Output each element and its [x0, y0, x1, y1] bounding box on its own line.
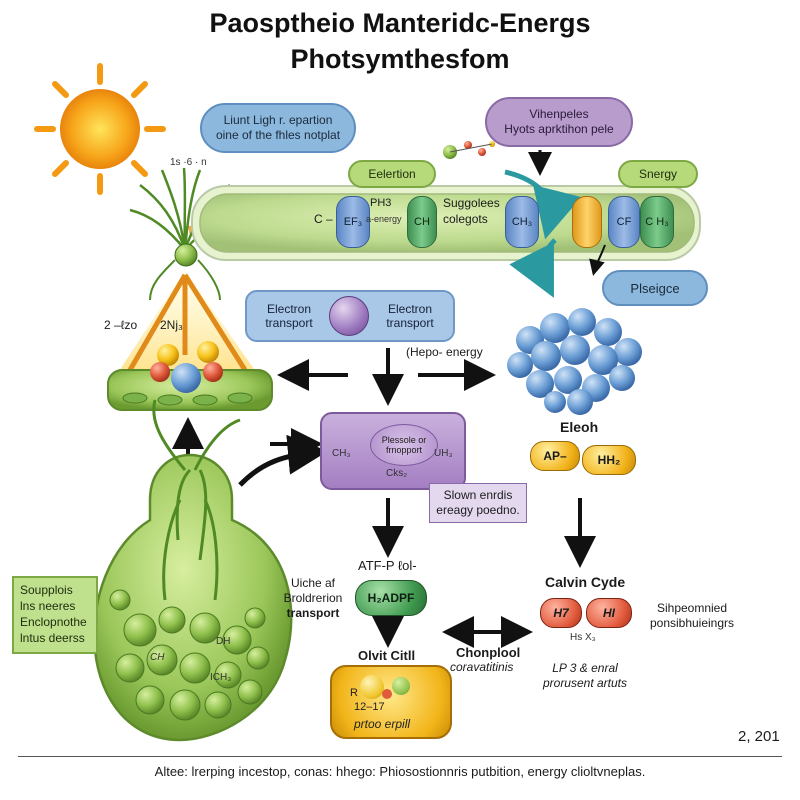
legend-line: Soupplois — [20, 583, 73, 597]
tag-2u: 2 –ℓzo — [104, 318, 138, 332]
footer-divider — [18, 756, 782, 757]
sun-icon — [34, 63, 166, 195]
olvit-cell-box: R 12–17 prtoo erpill — [330, 665, 452, 739]
molecule-cluster — [507, 308, 642, 415]
vessel-dh: DH — [216, 636, 231, 647]
legend-box: Soupplois lns neeres Enclopnothe lntus d… — [12, 576, 98, 654]
title-line-1: Paosptheio Manteridc-Energs — [209, 8, 591, 38]
calvin-h7-node: H7 — [540, 598, 582, 628]
bubble-line: oine of the fhles notplat — [215, 128, 341, 142]
center-complex-box: Plessole or frnopport CH₃ UH₃ Cks₂ — [320, 412, 466, 490]
chain-c-label: C – — [314, 212, 333, 226]
text-line: Uiche af — [290, 575, 336, 590]
chain-suggolees-2: colegots — [443, 212, 488, 226]
electron-right-label: Electron transport — [386, 302, 434, 330]
year-label: 2, 201 — [738, 728, 780, 745]
ap-node: AP– — [530, 441, 580, 471]
vessel-ch: CH — [150, 652, 165, 663]
chain-ch3b-capsule: C H₃ — [640, 196, 674, 248]
electron-carrier-icon — [329, 296, 369, 336]
chain-orange-capsule — [572, 196, 602, 248]
legend-line: lns neeres — [20, 599, 76, 613]
plant-top-label: 1s ·6 · n — [170, 157, 207, 168]
calvin-title: Calvin Cyde — [545, 574, 626, 590]
chain-energy-small: a-energy — [366, 214, 402, 224]
olvit-inner: 12–17 — [354, 701, 385, 713]
hh-node: HH₂ — [582, 445, 636, 475]
calvin-hi-node: HI — [586, 598, 632, 628]
plseigce-bubble: Plseigce — [602, 270, 708, 306]
chain-ph3-label: PH3 — [370, 197, 392, 209]
center-complex-top: Plessole or frnopport — [370, 424, 438, 466]
legend-line: lntus deerss — [20, 631, 85, 645]
chonplool-sub: coravatitinis — [450, 660, 514, 674]
text-line: prorusent artuts — [542, 676, 628, 690]
hepo-energy-label: (Hepo- energy — [406, 345, 483, 359]
center-uh-label: UH₃ — [434, 448, 453, 459]
eelertion-label: Eelertion — [348, 160, 436, 188]
electron-transport-box: Electron transport Electron transport — [245, 290, 455, 342]
atom-icon — [171, 363, 201, 393]
chain-cf-capsule: CF — [608, 196, 640, 248]
right-side-text: Sihpeomnied ponsibhuieingrs — [642, 600, 742, 632]
text-line: ponsibhuieingrs — [649, 616, 735, 630]
chain-suggolees-1: Suggolees — [443, 196, 500, 210]
bubble-line: Vihenpeles — [529, 107, 589, 121]
text-line: LP 3 & enral — [552, 661, 618, 675]
slow-energy-box: Slown enrdis ereagy poedno. — [429, 483, 527, 523]
molecule-icon — [382, 689, 392, 699]
molecule-icon — [360, 675, 384, 699]
footer-caption: Altee: lrerping incestop, conas: hhego: … — [154, 764, 646, 779]
molecule-icon — [392, 677, 410, 695]
bubble-line: Liunt Ligh r. epartion — [223, 113, 333, 127]
center-ch-label: CH₃ — [332, 448, 351, 459]
text-line: Broldrerion — [283, 590, 343, 605]
olvit-r: R — [350, 687, 358, 699]
energy-label: Snergy — [618, 160, 698, 188]
bubble-line: Hyots aprktihon pele — [504, 122, 614, 136]
vessel-ich3: ICH₃ — [210, 672, 232, 683]
hadpf-node: H₂ADPF — [355, 580, 427, 616]
text-line: transport — [286, 605, 340, 620]
chonplool-title: Chonplool — [456, 645, 521, 660]
bold-transport-text: Uiche af Broldrerion transport — [268, 573, 358, 623]
chain-ef-capsule: EF₃ — [336, 196, 370, 248]
chain-ch-capsule: CH — [407, 196, 437, 248]
atf-label: ATF-P ℓol- — [358, 558, 417, 573]
eleoh-label: Eleoh — [560, 419, 599, 435]
light-reaction-bubble: Liunt Ligh r. epartion oine of the fhles… — [200, 103, 356, 153]
purple-bubble: Vihenpeles Hyots aprktihon pele — [485, 97, 633, 147]
chain-ch3-capsule: CH₃ — [505, 196, 539, 248]
calvin-sub: Hs X₃ — [570, 632, 596, 643]
title-line-2: Photsymthesfom — [290, 44, 510, 74]
legend-line: Enclopnothe — [20, 615, 87, 629]
olvit-title: Olvit Citll — [358, 648, 416, 663]
lp-text: LP 3 & enral prorusent artuts — [540, 660, 630, 692]
text-line: Sihpeomnied — [656, 601, 728, 615]
tag-2n: 2Nj₃ — [160, 318, 183, 332]
molecule-icon — [443, 141, 495, 159]
electron-left-label: Electron transport — [265, 302, 313, 330]
olvit-bottom: prtoo erpill — [354, 717, 411, 731]
center-cks-label: Cks₂ — [386, 468, 408, 479]
